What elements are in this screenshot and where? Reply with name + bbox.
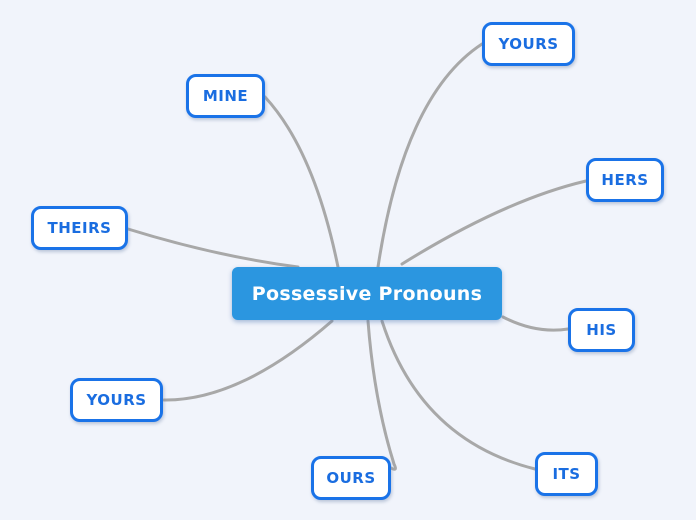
center-node-label: Possessive Pronouns: [251, 282, 483, 305]
node-label: YOURS: [498, 35, 559, 53]
connector-hers: [400, 179, 588, 266]
node-label: HERS: [601, 171, 649, 189]
connector-its: [380, 319, 537, 471]
connector-mine: [263, 95, 340, 269]
node-label: HIS: [586, 321, 617, 339]
connector-ours: [366, 319, 397, 471]
node-label: YOURS: [86, 391, 147, 409]
node-mine[interactable]: MINE: [186, 74, 265, 118]
connector-yours-bottom: [162, 319, 334, 402]
node-label: ITS: [552, 465, 581, 483]
node-hers[interactable]: HERS: [586, 158, 664, 202]
node-his[interactable]: HIS: [568, 308, 635, 352]
node-yours-top[interactable]: YOURS: [482, 22, 575, 66]
connector-his: [501, 315, 570, 332]
node-its[interactable]: ITS: [535, 452, 598, 496]
node-center[interactable]: Possessive Pronouns: [232, 267, 502, 320]
node-yours-bottom[interactable]: YOURS: [70, 378, 163, 422]
node-label: THEIRS: [47, 219, 112, 237]
connector-yours-top: [376, 42, 484, 269]
node-theirs[interactable]: THEIRS: [31, 206, 128, 250]
node-ours[interactable]: OURS: [311, 456, 391, 500]
connector-theirs: [126, 227, 300, 269]
node-label: MINE: [202, 87, 249, 105]
node-label: OURS: [326, 469, 376, 487]
